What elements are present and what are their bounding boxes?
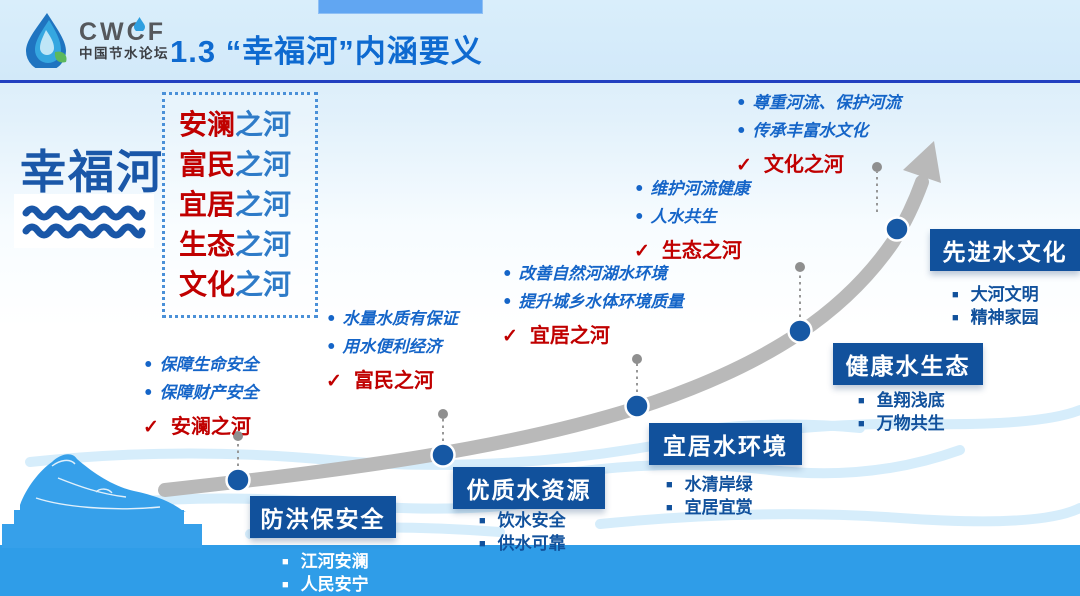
- stage1-check: ✓安澜之河: [143, 416, 251, 438]
- logo-text: CWCF 中国节水论坛: [79, 16, 169, 62]
- check-icon: ✓: [502, 326, 518, 347]
- stage5-outcomes: ■大河文明 ■精神家园: [952, 284, 1039, 329]
- check-icon: ✓: [736, 155, 752, 176]
- water-drop-leaf-icon: [26, 13, 67, 68]
- outcome-line: ■大河文明: [952, 284, 1039, 307]
- check-icon: ✓: [143, 417, 159, 438]
- square-bullet-icon: ■: [666, 479, 673, 491]
- dot-bullet-icon: •: [634, 179, 645, 198]
- outcome-line: ■鱼翔浅底: [858, 390, 945, 413]
- stage1-label-box: 防洪保安全: [250, 496, 396, 538]
- stage3-outcomes: ■水清岸绿 ■宜居宜赏: [666, 474, 753, 519]
- logo-acronym: CWCF: [79, 17, 166, 46]
- bottom-water-band: [0, 545, 1080, 596]
- river-item: 富民之河: [179, 149, 292, 180]
- square-bullet-icon: ■: [282, 556, 289, 568]
- dot-bullet-icon: •: [143, 383, 154, 402]
- page-title: 1.3 “幸福河”内涵要义: [170, 34, 483, 69]
- square-bullet-icon: ■: [666, 501, 673, 514]
- stage2-outcomes: ■饮水安全 ■供水可靠: [479, 510, 566, 555]
- outcome-line: ■宜居宜赏: [666, 497, 753, 520]
- stage5-label-box: 先进水文化: [930, 229, 1080, 271]
- stage3-check: ✓宜居之河: [502, 325, 610, 347]
- header-accent-bar: [318, 0, 483, 14]
- dot-bullet-icon: •: [143, 355, 154, 374]
- square-bullet-icon: ■: [858, 417, 865, 430]
- check-icon: ✓: [326, 371, 342, 392]
- square-bullet-icon: ■: [479, 537, 486, 550]
- dot-bullet-icon: •: [634, 207, 645, 226]
- mother-river-statue-icon: [2, 454, 202, 548]
- feature-line: •人水共生: [634, 207, 717, 226]
- feature-line: •提升城乡水体环境质量: [502, 292, 684, 311]
- dot-bullet-icon: •: [736, 121, 747, 140]
- river-item: 宜居之河: [179, 189, 292, 220]
- feature-line: •水量水质有保证: [326, 309, 459, 328]
- outcome-line: ■饮水安全: [479, 510, 566, 533]
- square-bullet-icon: ■: [282, 578, 289, 591]
- arrow-head-icon: [903, 141, 941, 183]
- stage1-features: •保障生命安全 •保障财产安全 ✓安澜之河: [143, 351, 259, 439]
- feature-line: •保障生命安全: [143, 355, 259, 374]
- stage2-label-box: 优质水资源: [453, 467, 605, 509]
- feature-line: •尊重河流、保护河流: [736, 93, 902, 112]
- stage5-features: •尊重河流、保护河流 •传承丰富水文化 ✓文化之河: [736, 89, 901, 177]
- outcome-line: ■供水可靠: [479, 533, 566, 556]
- stage5-check: ✓文化之河: [736, 154, 844, 176]
- outcome-line: ■万物共生: [858, 413, 945, 436]
- square-bullet-icon: ■: [952, 289, 959, 301]
- header: CWCF 中国节水论坛 1.3 “幸福河”内涵要义: [0, 0, 1080, 83]
- stage2-features: •水量水质有保证 •用水便利经济 ✓富民之河: [326, 305, 458, 393]
- feature-line: •维护河流健康: [634, 179, 750, 198]
- stage4-features: •维护河流健康 •人水共生 ✓生态之河: [634, 175, 750, 263]
- river-item: 安澜之河: [179, 109, 292, 140]
- stage3-features: •改善自然河湖水环境 •提升城乡水体环境质量 ✓宜居之河: [502, 260, 684, 348]
- stage3-label-box: 宜居水环境: [649, 423, 802, 465]
- cwcf-logo: CWCF 中国节水论坛: [22, 12, 169, 68]
- stage4-check: ✓生态之河: [634, 240, 742, 262]
- dot-bullet-icon: •: [326, 309, 337, 328]
- feature-line: •用水便利经济: [326, 337, 442, 356]
- river-waves-icon: [14, 194, 154, 248]
- stage4-outcomes: ■鱼翔浅底 ■万物共生: [858, 390, 945, 435]
- square-bullet-icon: ■: [479, 515, 486, 527]
- outcome-line: ■人民安宁: [282, 574, 369, 596]
- logo-org-name: 中国节水论坛: [79, 46, 169, 62]
- check-icon: ✓: [634, 241, 650, 262]
- outcome-line: ■精神家园: [952, 307, 1039, 330]
- river-definition-list: 安澜之河 富民之河 宜居之河 生态之河 文化之河: [162, 92, 318, 318]
- stage1-outcomes: ■江河安澜 ■人民安宁: [282, 551, 369, 596]
- river-item: 生态之河: [179, 229, 292, 260]
- stage4-label-box: 健康水生态: [833, 343, 983, 385]
- outcome-line: ■江河安澜: [282, 551, 369, 574]
- feature-line: •改善自然河湖水环境: [502, 264, 668, 283]
- dot-bullet-icon: •: [736, 93, 747, 112]
- feature-line: •传承丰富水文化: [736, 121, 869, 140]
- outcome-line: ■水清岸绿: [666, 474, 753, 497]
- square-bullet-icon: ■: [858, 395, 865, 407]
- dot-bullet-icon: •: [326, 337, 337, 356]
- stage2-check: ✓富民之河: [326, 370, 434, 392]
- river-item: 文化之河: [179, 269, 292, 300]
- dot-bullet-icon: •: [502, 292, 513, 311]
- square-bullet-icon: ■: [952, 311, 959, 324]
- feature-line: •保障财产安全: [143, 383, 259, 402]
- happy-river-keyword: 幸福河: [20, 146, 164, 198]
- logo-drop-accent-icon: [134, 16, 145, 36]
- dot-bullet-icon: •: [502, 264, 513, 283]
